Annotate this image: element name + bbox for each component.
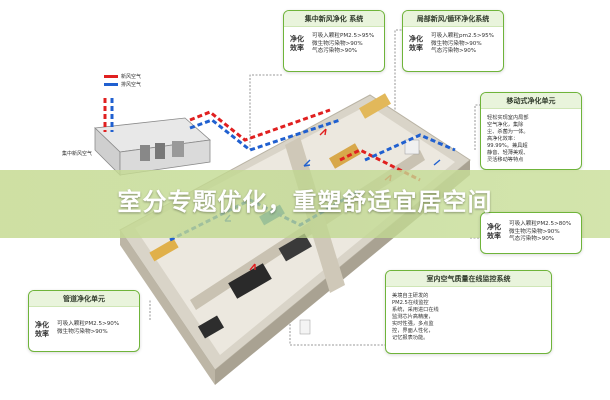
desc-line: 静音、轻薄美观、 xyxy=(487,150,529,156)
description: 美境自主研发的 PM2.5在线监控 系统，采用进口在线 监测芯片高精度， 实时性… xyxy=(392,293,462,342)
legend-swatch-exhaust xyxy=(104,82,118,86)
legend-item-fresh: 新风空气 xyxy=(104,72,141,80)
efficiency-label: 净化 效率 xyxy=(290,35,308,53)
legend-item-exhaust: 排风空气 xyxy=(104,80,141,88)
spec-line: 微生物污染物>90% xyxy=(57,328,108,335)
spec-line: 气态污染物>90% xyxy=(431,48,477,55)
spec-line: 可吸入颗粒pm2.5>95% xyxy=(431,33,494,39)
card-mobile-purifier: 移动式净化单元 轻松实现室内局部 空气净化，集除 尘、杀菌为一体。 高净化效率：… xyxy=(480,92,582,170)
banner-headline: 室分专题优化，重塑舒适宜居空间 xyxy=(117,188,493,216)
card-right-efficiency: 净化 效率 可吸入颗粒PM2.5>80% 微生物污染物>90% 气态污染物>90… xyxy=(480,212,582,254)
desc-line: 灵活移动等特点 xyxy=(487,157,524,163)
card-title: 室内空气质量在线监控系统 xyxy=(386,271,551,287)
spec-line: 微生物污染物>90% xyxy=(509,228,560,235)
desc-line: 高净化效率： xyxy=(487,136,519,142)
spec-line: 气态污染物>90% xyxy=(509,236,555,243)
desc-line: 轻松实现室内局部 xyxy=(487,115,529,121)
eff-line: 净化 xyxy=(409,35,423,43)
spec-line: 可吸入颗粒PM2.5>80% xyxy=(509,221,572,227)
card-air-quality-monitor: 室内空气质量在线监控系统 美境自主研发的 PM2.5在线监控 系统，采用进口在线… xyxy=(385,270,552,354)
desc-line: 空气净化，集除 xyxy=(487,122,524,128)
desc-line: 实时性强，多点监 xyxy=(392,321,434,327)
card-title: 局部新风/循环净化系统 xyxy=(403,11,503,27)
desc-line: 监测芯片高精度， xyxy=(392,314,434,320)
efficiency-label: 净化 效率 xyxy=(487,223,505,241)
spec-line: 微生物污染物>90% xyxy=(312,40,363,47)
eff-line: 净化 xyxy=(290,35,304,43)
efficiency-label: 净化 效率 xyxy=(35,321,53,339)
eff-line: 效率 xyxy=(487,232,501,240)
legend-label-exhaust: 排风空气 xyxy=(121,81,142,88)
card-title: 集中新风净化 系统 xyxy=(284,11,384,27)
unit-label: 集中新风空气 xyxy=(62,151,93,157)
spec-lines: 可吸入颗粒PM2.5>90% 微生物污染物>90% xyxy=(57,321,135,336)
efficiency-label: 净化 效率 xyxy=(409,35,427,53)
eff-line: 效率 xyxy=(290,44,304,52)
legend: 新风空气 排风空气 xyxy=(104,72,141,88)
desc-line: PM2.5在线监控 xyxy=(392,300,429,306)
legend-swatch-fresh xyxy=(104,74,118,78)
spec-line: 可吸入颗粒PM2.5>95% xyxy=(312,33,375,39)
description: 轻松实现室内局部 空气净化，集除 尘、杀菌为一体。 高净化效率： 99.99%。… xyxy=(487,115,542,164)
card-central-fresh-air: 集中新风净化 系统 净化 效率 可吸入颗粒PM2.5>95% 微生物污染物>90… xyxy=(283,10,385,72)
spec-line: 微生物污染物>90% xyxy=(431,40,482,47)
card-local-circulation: 局部新风/循环净化系统 净化 效率 可吸入颗粒pm2.5>95% 微生物污染物>… xyxy=(402,10,504,72)
spec-line: 气态污染物>90% xyxy=(312,48,358,55)
desc-line: 99.99%。兼具超 xyxy=(487,143,528,149)
spec-lines: 可吸入颗粒PM2.5>80% 微生物污染物>90% 气态污染物>90% xyxy=(509,221,577,244)
desc-line: 尘、杀菌为一体。 xyxy=(487,129,529,135)
eff-line: 效率 xyxy=(35,330,49,338)
air-handling-unit xyxy=(94,117,211,176)
desc-line: 系统，采用进口在线 xyxy=(392,307,439,313)
spec-lines: 可吸入颗粒PM2.5>95% 微生物污染物>90% 气态污染物>90% xyxy=(312,33,380,56)
desc-line: 美境自主研发的 xyxy=(392,293,429,299)
desc-line: 记忆报表功能。 xyxy=(392,335,429,341)
card-pipe-purification: 管道净化单元 净化 效率 可吸入颗粒PM2.5>90% 微生物污染物>90% xyxy=(28,290,140,352)
eff-line: 效率 xyxy=(409,44,423,52)
eff-line: 净化 xyxy=(487,223,501,231)
card-title: 移动式净化单元 xyxy=(481,93,581,109)
desc-line: 控，界面人性化， xyxy=(392,328,434,334)
legend-label-fresh: 新风空气 xyxy=(121,73,142,80)
eff-line: 净化 xyxy=(35,321,49,329)
spec-line: 可吸入颗粒PM2.5>90% xyxy=(57,321,120,327)
card-title: 管道净化单元 xyxy=(29,291,139,307)
spec-lines: 可吸入颗粒pm2.5>95% 微生物污染物>90% 气态污染物>90% xyxy=(431,33,499,56)
